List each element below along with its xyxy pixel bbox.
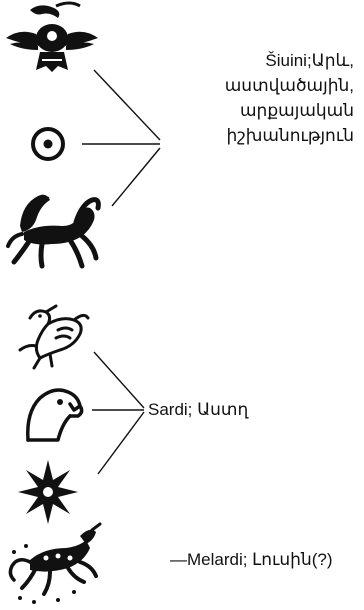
siuini-label: Šiuini;Արև, աստվածային, արքայական իշխանո…: [225, 48, 354, 148]
siuini-label-line: իշխանություն: [226, 126, 354, 145]
connector-siuini-top: [93, 69, 161, 141]
siuini-label-line: Šiuini;Արև,: [265, 51, 354, 70]
melardi-label: —Melardi; Լուսին(?): [170, 550, 333, 569]
sardi-connectors: [92, 351, 145, 475]
connector-sardi-bottom: [97, 411, 145, 475]
winged-horse-icon: [6, 194, 101, 269]
siuini-label-line: աստվածային,: [224, 76, 354, 95]
connector-sardi-top: [93, 351, 145, 409]
sun-circle-icon: [31, 127, 65, 161]
lion-beast-icon: [8, 522, 102, 604]
sardi-label: Sardi; Աստղ: [148, 400, 249, 419]
eagle-head-icon: [26, 388, 84, 442]
siuini-connectors: [82, 69, 161, 207]
eight-pointed-star-icon: [18, 460, 78, 524]
connector-siuini-bottom: [111, 147, 161, 207]
bird-griffin-icon: [18, 304, 90, 370]
winged-sun-disc-icon: [6, 1, 98, 72]
siuini-label-line: արքայական: [240, 101, 354, 120]
